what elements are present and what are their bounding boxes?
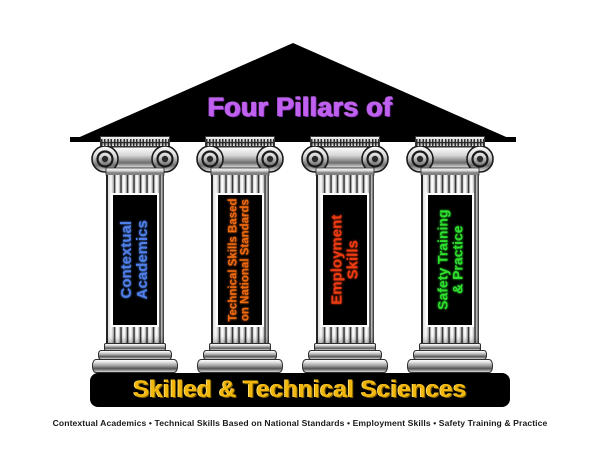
pillar-label-line2: on National Standards [240, 198, 252, 322]
pillar-label: Employment Skills [328, 214, 362, 306]
pillar-label: Technical Skills Based on National Stand… [228, 198, 252, 321]
pillar-base [91, 343, 179, 377]
pillar-label-panel: Employment Skills [321, 193, 369, 327]
pillar-label-panel: Contextual Academics [111, 193, 159, 327]
pillar-label: Contextual Academics [118, 220, 151, 300]
pillar-label-line1: Technical Skills Based [227, 198, 240, 322]
pillar-shaft: Employment Skills [316, 175, 374, 345]
pillar-label-panel: Technical Skills Based on National Stand… [216, 193, 264, 327]
banner-label: Skilled & Technical Sciences [133, 376, 467, 403]
ionic-volute-capital-icon [404, 146, 496, 176]
greek-key-pattern-icon [101, 139, 169, 146]
ionic-volute-capital-icon [194, 146, 286, 176]
greek-key-pattern-icon [311, 139, 379, 146]
greek-key-pattern-icon [206, 139, 274, 146]
pillar-contextual-academics: Contextual Academics [89, 136, 181, 376]
pillar-technical-skills: Technical Skills Based on National Stand… [194, 136, 286, 376]
greek-key-pattern-icon [416, 139, 484, 146]
pillar-base [406, 343, 494, 377]
pillar-label: Safety Training & Practice [434, 209, 466, 311]
footer-summary-line: Contextual Academics • Technical Skills … [52, 418, 548, 428]
pillar-base [301, 343, 389, 377]
pillar-base [196, 343, 284, 377]
pillar-label-line2: & Practice [449, 225, 466, 295]
pillar-safety-training: Safety Training & Practice [404, 136, 496, 376]
pillar-label-panel: Safety Training & Practice [426, 193, 474, 327]
pillar-shaft: Contextual Academics [106, 175, 164, 345]
pillar-employment-skills: Employment Skills [299, 136, 391, 376]
pillar-label-line2: Skills [344, 240, 362, 280]
ionic-volute-capital-icon [89, 146, 181, 176]
pillar-label-line1: Employment [328, 214, 346, 306]
pillar-label-line1: Contextual [118, 221, 136, 299]
pillar-shaft: Technical Skills Based on National Stand… [211, 175, 269, 345]
pillar-label-line2: Academics [134, 220, 151, 300]
pillar-label-line1: Safety Training [434, 209, 451, 311]
base-banner: Skilled & Technical Sciences [90, 373, 510, 407]
pediment-triangle [0, 30, 600, 142]
pillar-shaft: Safety Training & Practice [421, 175, 479, 345]
ionic-volute-capital-icon [299, 146, 391, 176]
